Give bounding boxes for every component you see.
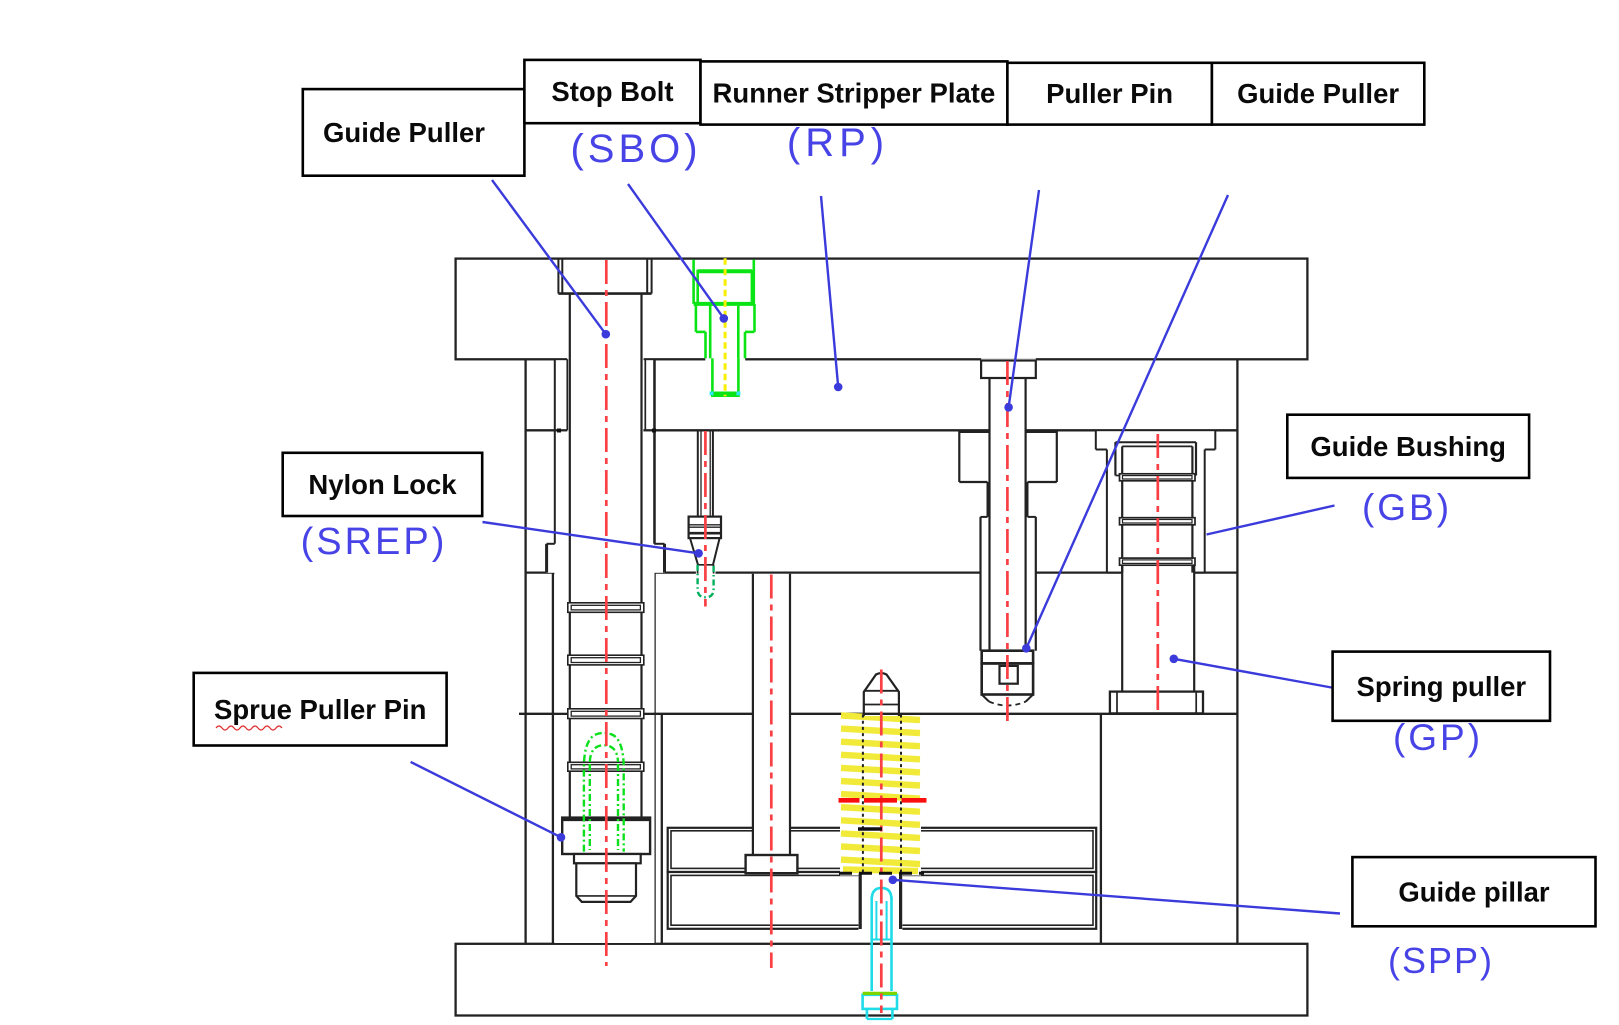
svg-text:(SBO): (SBO)	[570, 127, 701, 171]
svg-text:Sprue Puller Pin: Sprue Puller Pin	[214, 694, 426, 725]
svg-text:Stop Bolt: Stop Bolt	[551, 76, 673, 107]
svg-text:Runner Stripper Plate: Runner Stripper Plate	[713, 78, 996, 109]
svg-text:Guide Puller: Guide Puller	[323, 117, 485, 148]
svg-text:Nylon Lock: Nylon Lock	[308, 469, 457, 500]
svg-text:Guide Puller: Guide Puller	[1237, 78, 1399, 109]
svg-text:(SREP): (SREP)	[301, 521, 448, 563]
svg-text:(SPP): (SPP)	[1388, 940, 1494, 981]
svg-text:(GB): (GB)	[1362, 487, 1452, 528]
svg-text:Guide pillar: Guide pillar	[1398, 877, 1550, 908]
svg-text:(RP): (RP)	[787, 121, 889, 165]
svg-text:Spring puller: Spring puller	[1357, 671, 1527, 702]
svg-text:Puller Pin: Puller Pin	[1046, 78, 1173, 109]
svg-text:Guide Bushing: Guide Bushing	[1310, 431, 1506, 462]
svg-text:(GP): (GP)	[1393, 717, 1483, 758]
